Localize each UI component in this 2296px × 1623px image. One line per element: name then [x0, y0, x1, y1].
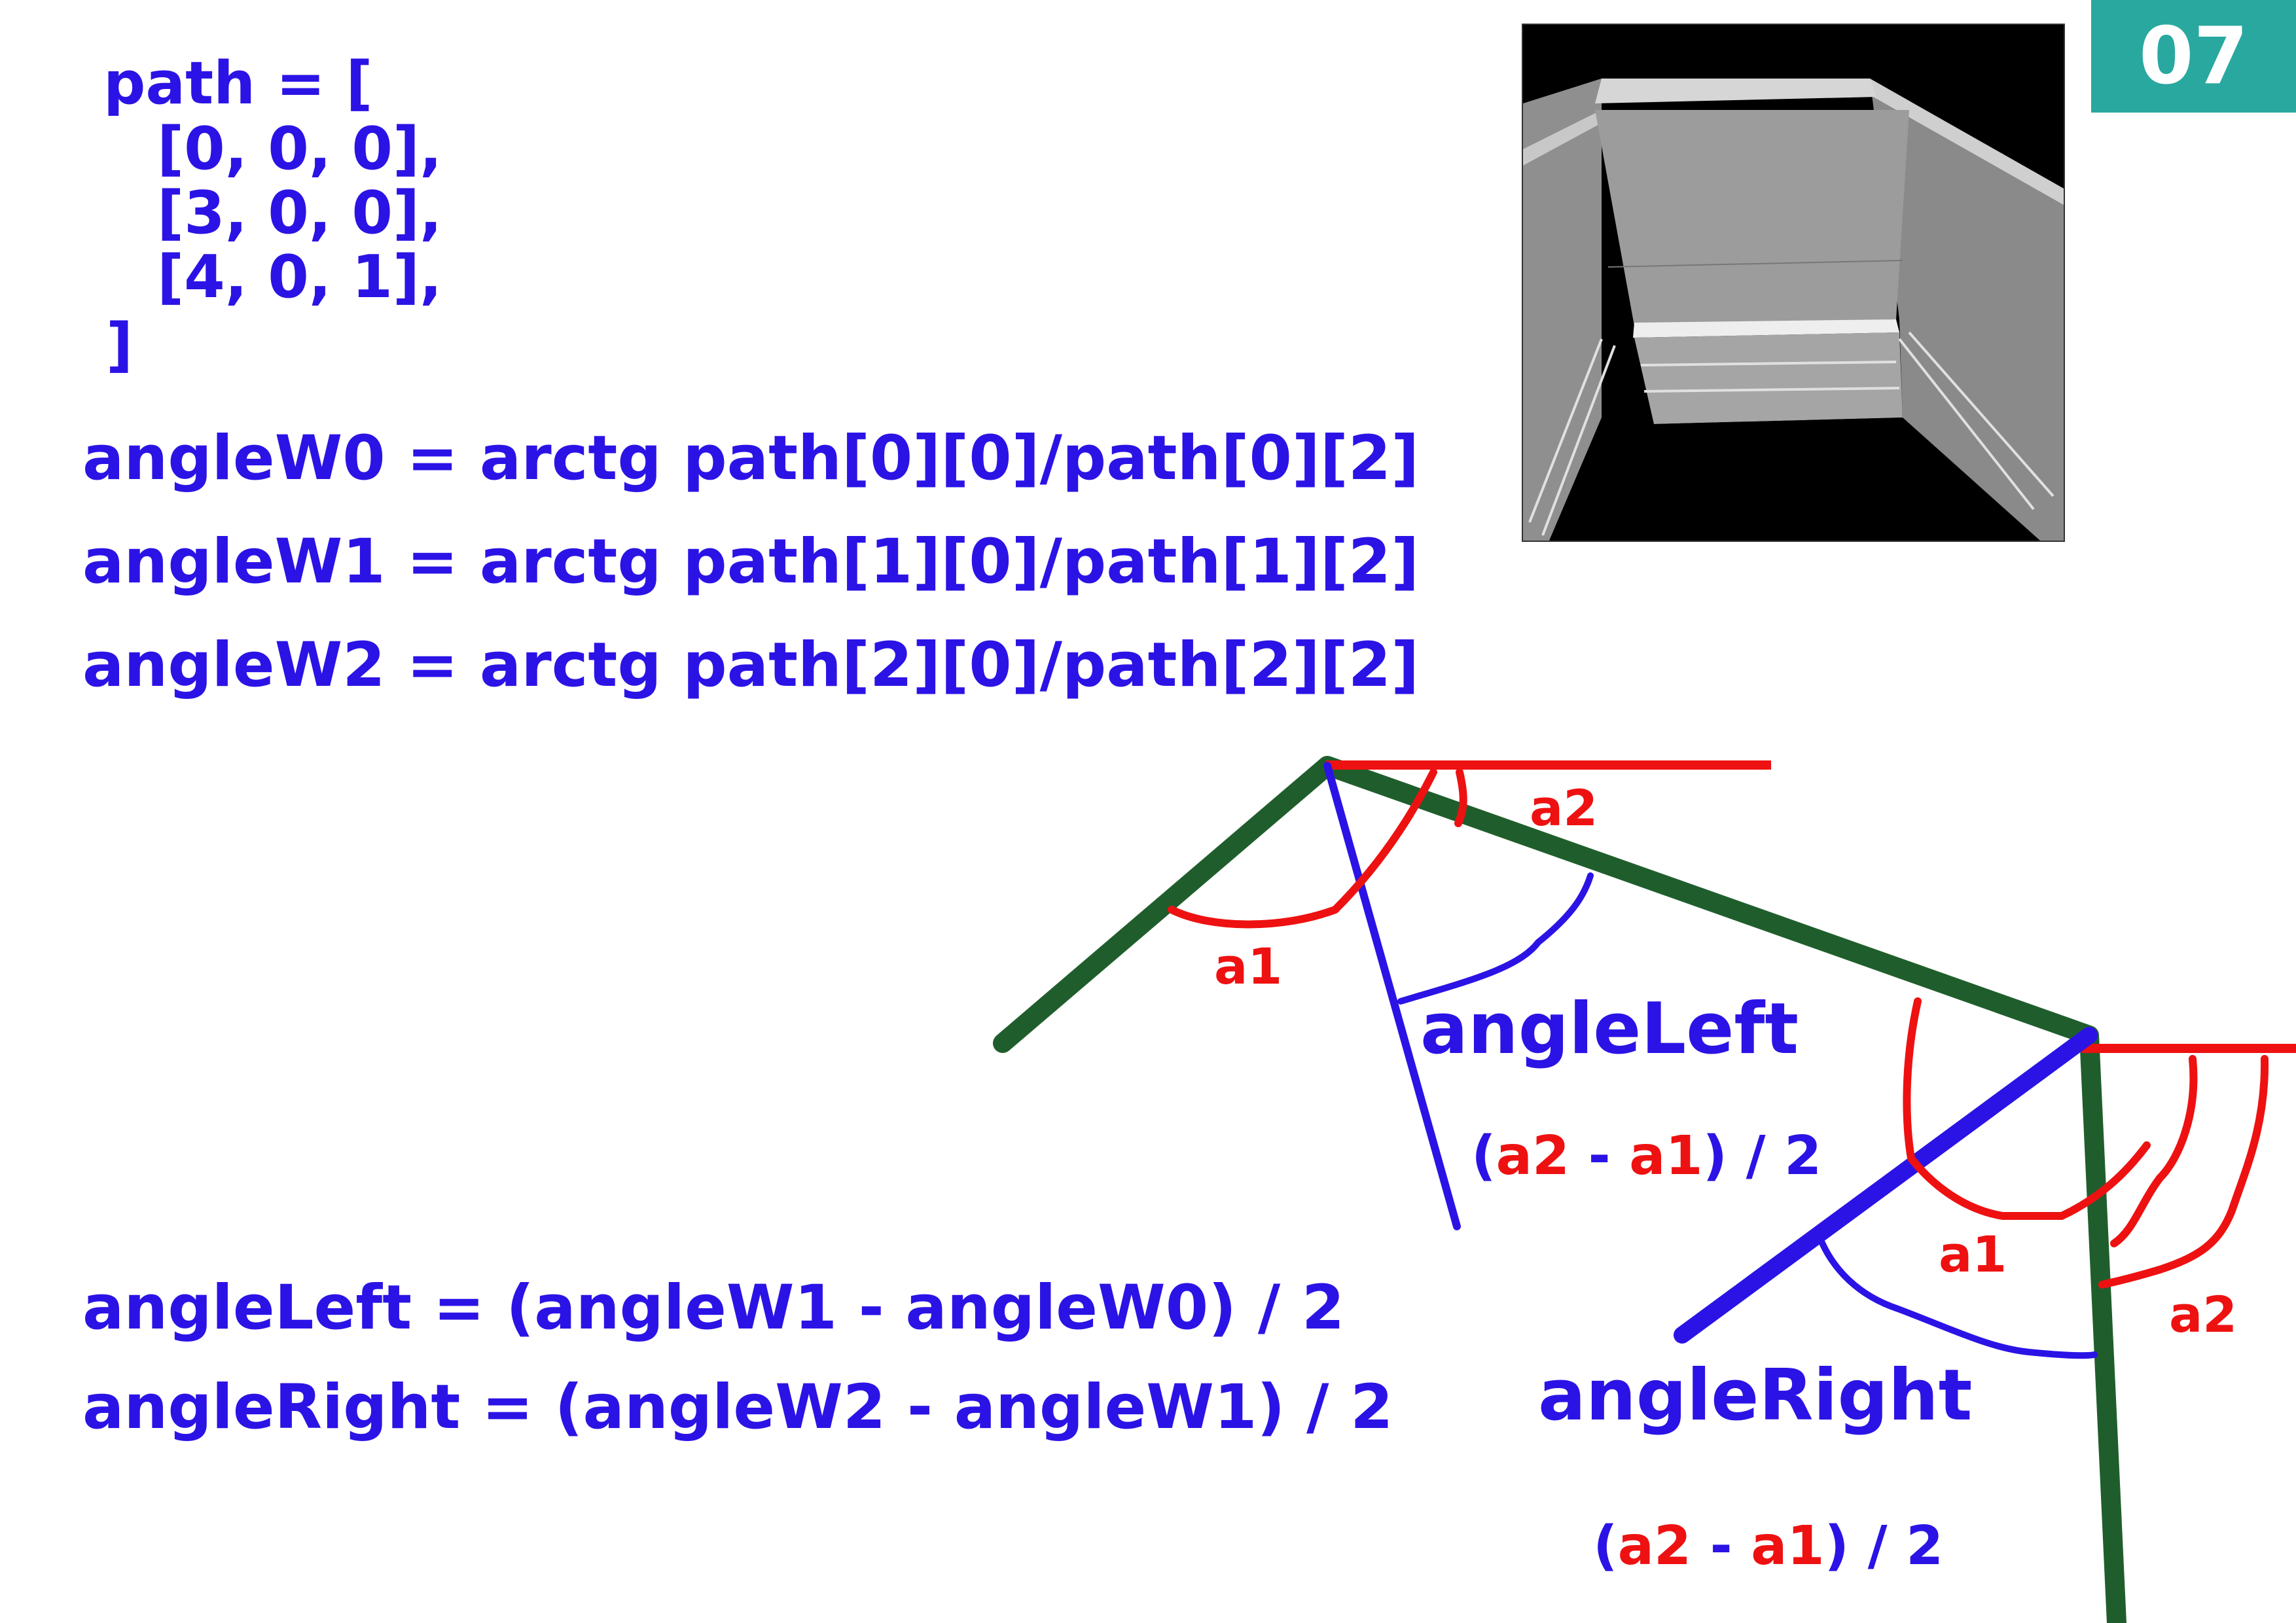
- corridor-render-drawing: [1523, 25, 2064, 541]
- label-a2-left: a2: [1530, 779, 1598, 837]
- label-angle-left-formula: (a2 - a1) / 2: [1437, 1063, 1821, 1187]
- label-a1-right: a1: [1939, 1225, 2007, 1283]
- corridor-ceiling-band: [1595, 79, 1876, 103]
- arc-a1-right: [1903, 997, 2151, 1220]
- label-a2-right: a2: [2169, 1285, 2238, 1344]
- corridor-render-image: [1522, 24, 2065, 542]
- corridor-seam: [1607, 260, 1903, 268]
- a2-right-term: a2: [1617, 1515, 1692, 1577]
- corridor-floor-opening: [1562, 418, 2040, 541]
- minus-left: -: [1570, 1125, 1630, 1187]
- corridor-stripes: [1528, 331, 2054, 536]
- corridor-back-wall: [1595, 110, 1909, 326]
- corridor-right-wall: [1870, 79, 2064, 541]
- slide-number-badge: 07: [2091, 0, 2296, 113]
- minus-right: -: [1691, 1515, 1751, 1577]
- arc-angle-right: [1816, 1234, 2098, 1359]
- bisector-left: [1323, 762, 1461, 1230]
- formula-angle-right: angleRight = (angleW2 - angleW1) / 2: [82, 1372, 1393, 1443]
- corridor-left-trim: [1523, 110, 1602, 166]
- code-open: path = [: [103, 49, 373, 118]
- arc-a2-left: [1454, 768, 1467, 827]
- formula-anglew1: angleW1 = arctg path[1][0]/path[1][2]: [82, 526, 1420, 597]
- code-close: ]: [106, 311, 134, 380]
- code-row-1: [3, 0, 0],: [157, 179, 442, 247]
- a1-left-term: a1: [1629, 1125, 1703, 1187]
- arc-a2-right: [2098, 1055, 2269, 1289]
- label-angle-right-formula: (a2 - a1) / 2: [1559, 1453, 1943, 1577]
- paren-open-left: (: [1471, 1125, 1496, 1187]
- a2-left-term: a2: [1496, 1125, 1570, 1187]
- paren-open-right: (: [1593, 1515, 1618, 1577]
- corridor-floor-step: [1634, 332, 1903, 424]
- formula-anglew2: angleW2 = arctg path[2][0]/path[2][2]: [82, 630, 1420, 701]
- label-angle-left: angleLeft: [1420, 988, 1799, 1070]
- formula-angle-left: angleLeft = (angleW1 - angleW0) / 2: [82, 1272, 1345, 1344]
- corridor-floor-trim: [1633, 319, 1899, 338]
- path-polyline: [993, 756, 2126, 1623]
- corridor-right-trim: [1870, 79, 2064, 205]
- paren-close-left: ) / 2: [1702, 1125, 1822, 1187]
- code-row-2: [4, 0, 1],: [157, 243, 442, 312]
- label-a1-left: a1: [1214, 937, 1283, 995]
- corridor-left-wall: [1523, 79, 1602, 541]
- label-angle-right: angleRight: [1538, 1355, 1973, 1436]
- a1-right-term: a1: [1751, 1515, 1825, 1577]
- paren-close-right: ) / 2: [1824, 1515, 1944, 1577]
- code-row-0: [0, 0, 0],: [157, 115, 442, 183]
- arc-angle-left: [1397, 872, 1594, 1005]
- bisector-right: [1674, 1027, 2098, 1344]
- arc-a1-left: [1168, 768, 1437, 929]
- formula-anglew0: angleW0 = arctg path[0][0]/path[0][2]: [82, 423, 1420, 494]
- arc-a2-right-inner: [2110, 1055, 2198, 1247]
